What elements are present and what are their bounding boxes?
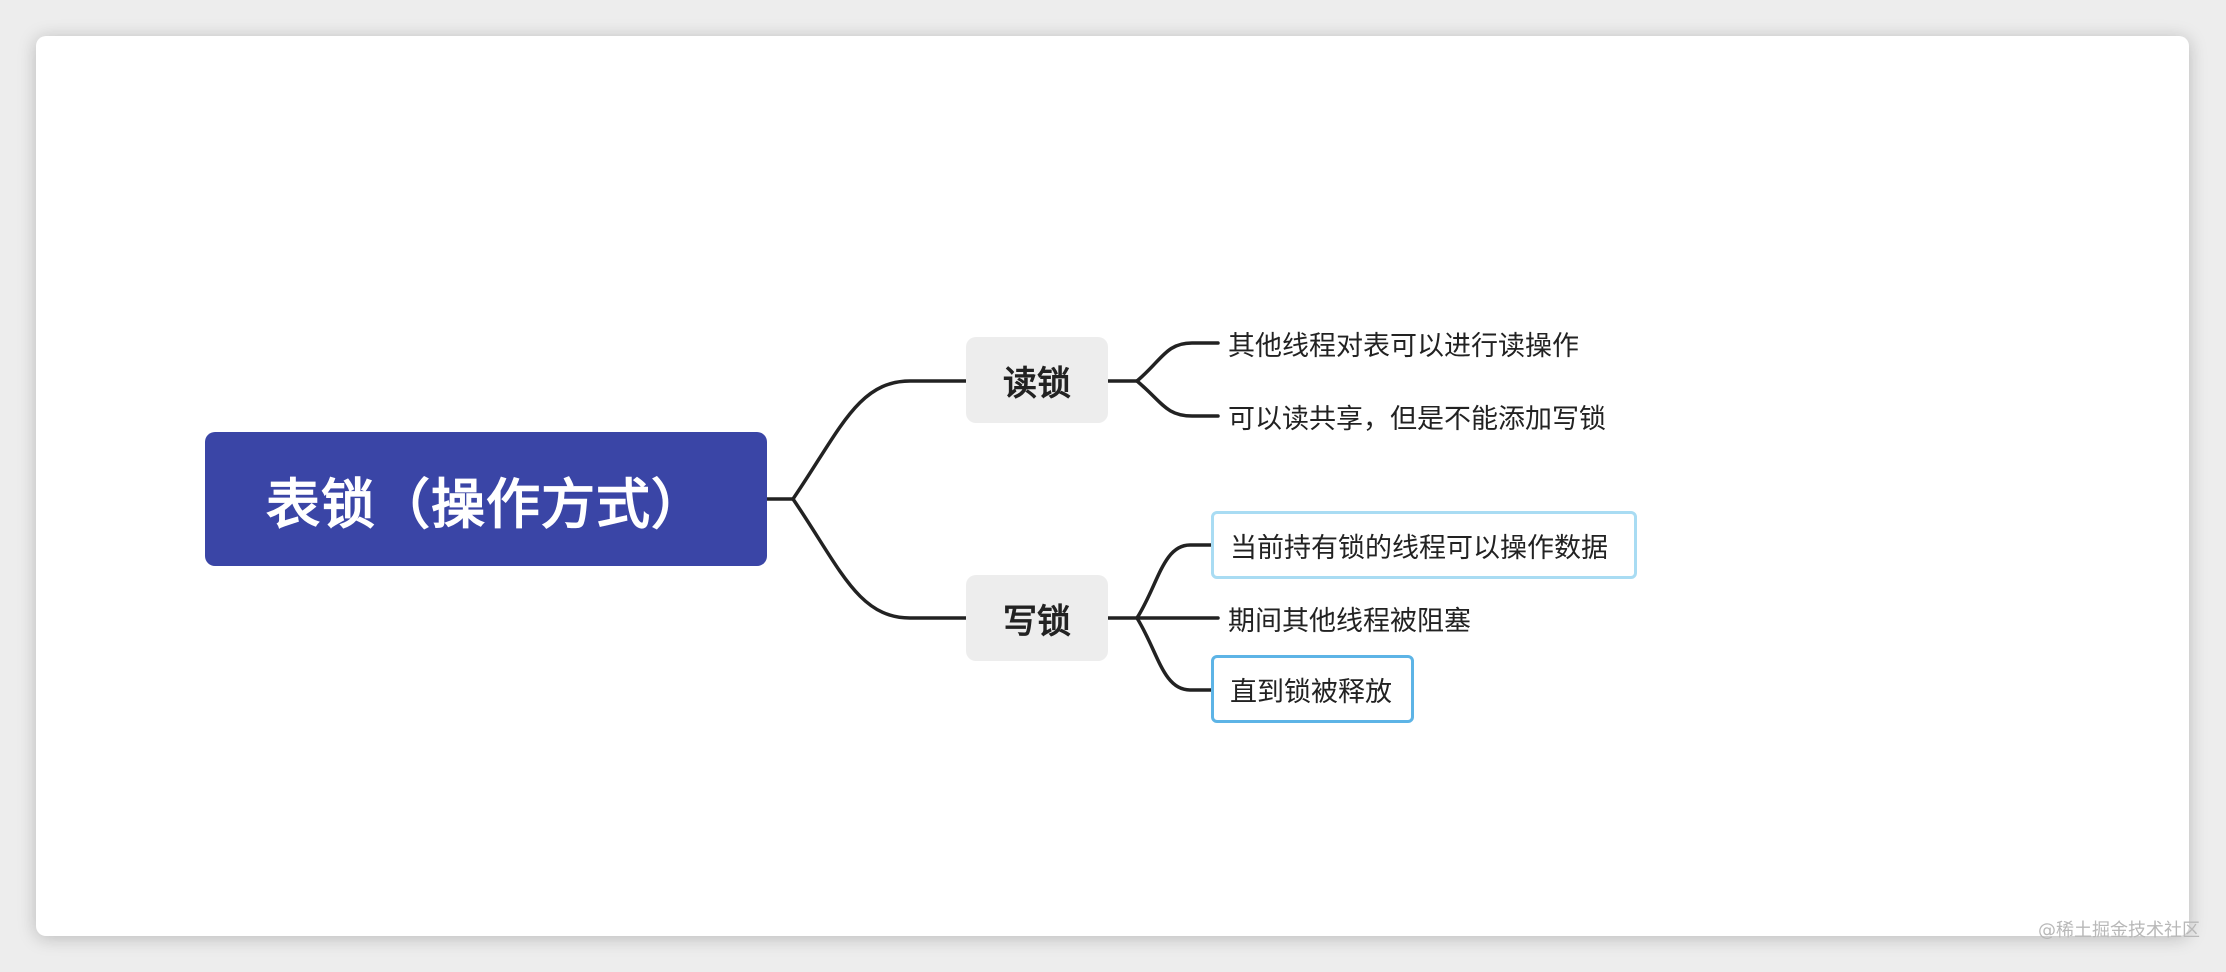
connector-group (765, 341, 1220, 692)
connector-root-to-read-lock (791, 379, 968, 501)
watermark: @稀土掘金技术社区 (2038, 920, 2200, 941)
leaf-read-lock-1[interactable]: 其他线程对表可以进行读操作 (1228, 330, 1579, 362)
leaf-write-lock-3[interactable]: 直到锁被释放 (1211, 655, 1414, 723)
connector-read-lock-leaf-2 (1135, 379, 1220, 418)
branch-read-lock[interactable]: 读锁 (966, 337, 1108, 423)
connector-read-lock-leaf-1 (1135, 341, 1220, 383)
leaf-read-lock-2[interactable]: 可以读共享，但是不能添加写锁 (1228, 403, 1606, 435)
connector-write-lock-leaf-1 (1135, 543, 1220, 620)
connector-write-lock-leaf-3 (1135, 616, 1220, 692)
connector-root-to-write-lock (791, 497, 968, 620)
branch-write-lock[interactable]: 写锁 (966, 575, 1108, 661)
leaf-write-lock-2[interactable]: 期间其他线程被阻塞 (1228, 605, 1471, 637)
leaf-write-lock-1[interactable]: 当前持有锁的线程可以操作数据 (1211, 511, 1637, 579)
root-node[interactable]: 表锁（操作方式） (205, 432, 767, 566)
